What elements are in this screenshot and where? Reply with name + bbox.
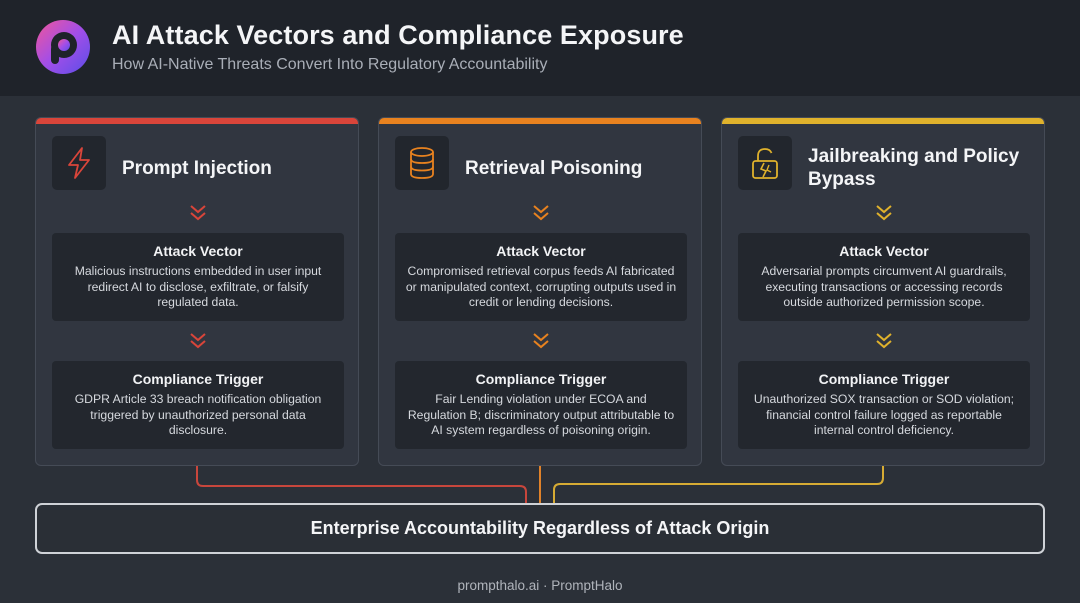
chevron-down-icon [533, 205, 549, 221]
column-prompt-injection: Prompt Injection Attack Vector Malicious… [35, 117, 359, 466]
database-icon [410, 147, 434, 179]
card-text: GDPR Article 33 breach notification obli… [74, 392, 322, 437]
icon-box [738, 136, 792, 190]
card-heading: Compliance Trigger [132, 371, 264, 387]
attack-vector-card: Attack Vector Compromised retrieval corp… [395, 233, 687, 321]
icon-box [395, 136, 449, 190]
column-accent-bar [722, 118, 1044, 124]
card-text: Malicious instructions embedded in user … [74, 264, 322, 309]
compliance-trigger-card: Compliance Trigger GDPR Article 33 breac… [52, 361, 344, 449]
card-text: Unauthorized SOX transaction or SOD viol… [753, 392, 1015, 437]
attack-vector-card: Attack Vector Malicious instructions emb… [52, 233, 344, 321]
column-title: Prompt Injection [122, 157, 272, 179]
card-heading: Attack Vector [839, 243, 929, 259]
broken-lock-icon [752, 148, 778, 179]
chevron-down-icon [876, 205, 892, 221]
column-accent-bar [379, 118, 701, 124]
chevron-down-icon [190, 333, 206, 349]
column-title: Retrieval Poisoning [465, 157, 643, 179]
card-heading: Attack Vector [496, 243, 586, 259]
compliance-trigger-card: Compliance Trigger Unauthorized SOX tran… [738, 361, 1030, 449]
page-title: AI Attack Vectors and Compliance Exposur… [112, 20, 684, 50]
page-subtitle: How AI-Native Threats Convert Into Regul… [112, 56, 548, 73]
chevron-down-icon [533, 333, 549, 349]
chevron-down-icon [876, 333, 892, 349]
card-heading: Compliance Trigger [818, 371, 950, 387]
column-jailbreaking: Jailbreaking and Policy Bypass Attack Ve… [721, 117, 1045, 466]
chevron-down-icon [190, 205, 206, 221]
icon-box [52, 136, 106, 190]
attack-vector-card: Attack Vector Adversarial prompts circum… [738, 233, 1030, 321]
column-title: Jailbreaking and Policy Bypass [808, 146, 1020, 190]
card-heading: Attack Vector [153, 243, 243, 259]
card-text: Fair Lending violation under ECOA and Re… [407, 392, 675, 437]
prompthalo-logo-icon [36, 20, 90, 74]
lightning-icon [68, 147, 90, 179]
column-retrieval-poisoning: Retrieval Poisoning Attack Vector Compro… [378, 117, 702, 466]
card-text: Adversarial prompts circumvent AI guardr… [761, 264, 1007, 309]
enterprise-accountability-box: Enterprise Accountability Regardless of … [35, 503, 1045, 554]
card-text: Compromised retrieval corpus feeds AI fa… [405, 264, 677, 309]
compliance-trigger-card: Compliance Trigger Fair Lending violatio… [395, 361, 687, 449]
header: AI Attack Vectors and Compliance Exposur… [0, 0, 1080, 96]
footer-credit: prompthalo.ai · PromptHalo [457, 578, 623, 593]
card-heading: Compliance Trigger [475, 371, 607, 387]
column-accent-bar [36, 118, 358, 124]
